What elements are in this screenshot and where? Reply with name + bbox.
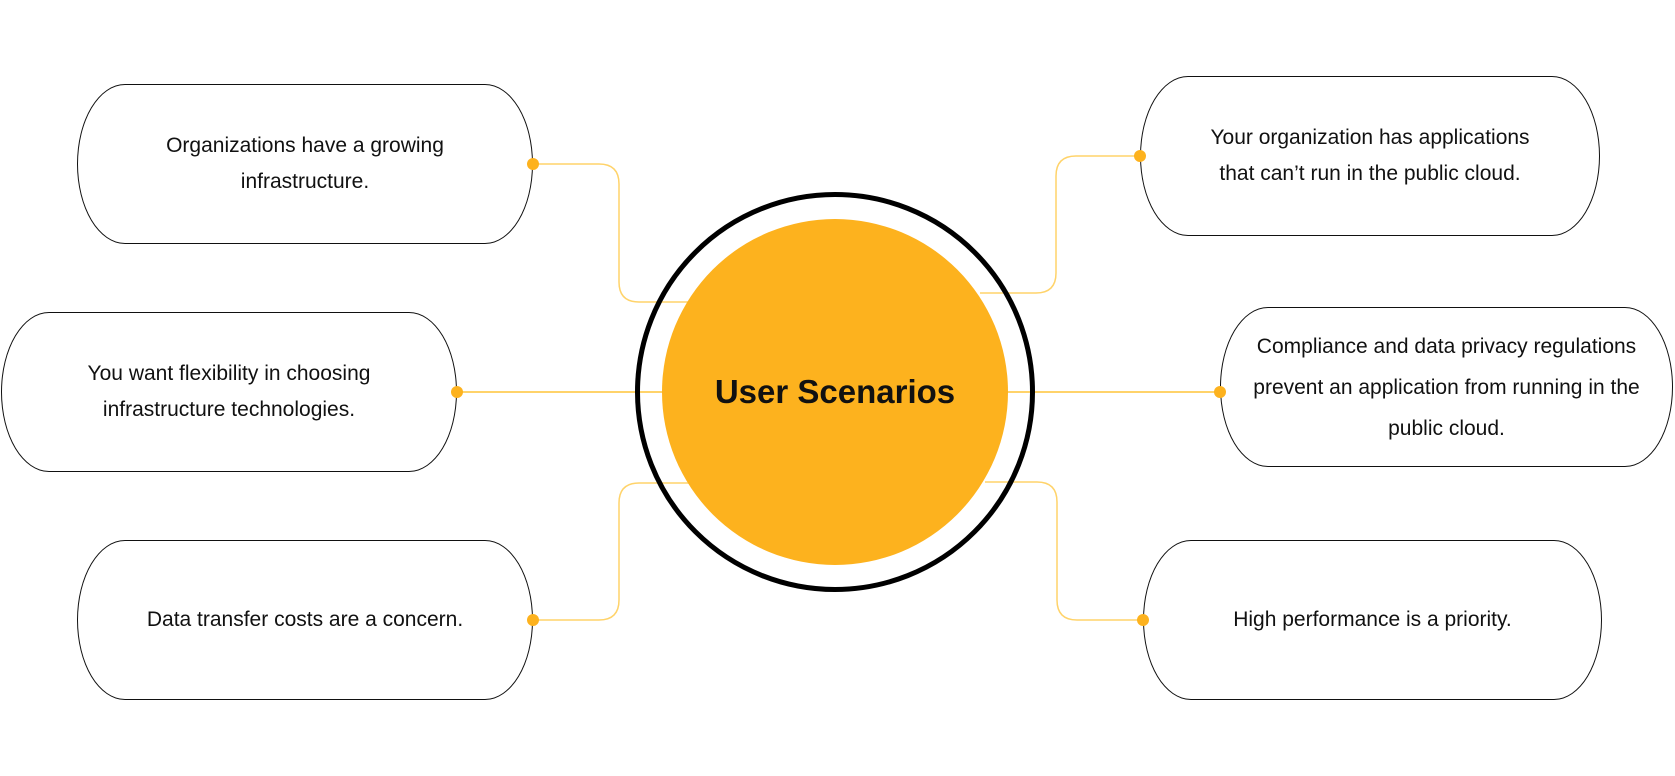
connector-right-3 <box>985 481 1143 621</box>
scenario-box: Data transfer costs are a concern. <box>77 540 533 700</box>
scenario-text: Your organization has applications that … <box>1210 126 1530 185</box>
scenario-box: Compliance and data privacy regulations … <box>1220 307 1673 467</box>
connector-dot <box>1137 614 1149 626</box>
scenario-box: High performance is a priority. <box>1143 540 1602 700</box>
connector-dot <box>527 158 539 170</box>
scenario-text: High performance is a priority. <box>1233 608 1512 631</box>
center-ring <box>635 192 1035 592</box>
connector-dot <box>1134 150 1146 162</box>
center-circle: User Scenarios <box>662 219 1008 565</box>
scenario-text: You want flexibility in choosing infrast… <box>87 362 371 421</box>
scenario-box: Organizations have a growing infrastruct… <box>77 84 533 244</box>
connector-left-3 <box>533 482 690 621</box>
connector-dot <box>451 386 463 398</box>
connector-dot <box>527 614 539 626</box>
scenario-box: You want flexibility in choosing infrast… <box>1 312 457 472</box>
connector-right-1 <box>980 155 1140 294</box>
scenario-text: Organizations have a growing infrastruct… <box>166 134 444 193</box>
connector-dot <box>1214 386 1226 398</box>
center-title: User Scenarios <box>714 373 956 410</box>
scenario-text: Compliance and data privacy regulations … <box>1253 334 1640 440</box>
connector-left-1 <box>533 163 690 303</box>
scenario-text: Data transfer costs are a concern. <box>146 608 464 631</box>
scenario-box: Your organization has applications that … <box>1140 76 1600 236</box>
